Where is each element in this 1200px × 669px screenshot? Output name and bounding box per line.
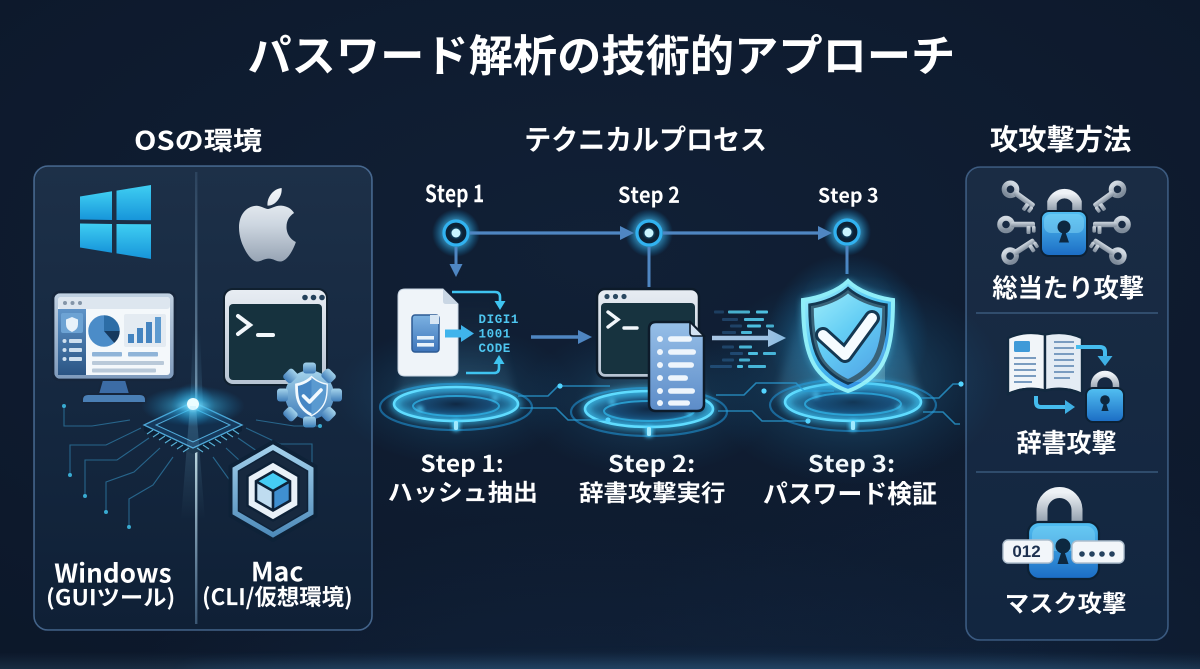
svg-text:1001: 1001 bbox=[479, 328, 511, 342]
svg-text:012: 012 bbox=[1012, 542, 1040, 561]
svg-text:DIGI1: DIGI1 bbox=[479, 313, 520, 327]
svg-text:CODE: CODE bbox=[479, 342, 511, 356]
